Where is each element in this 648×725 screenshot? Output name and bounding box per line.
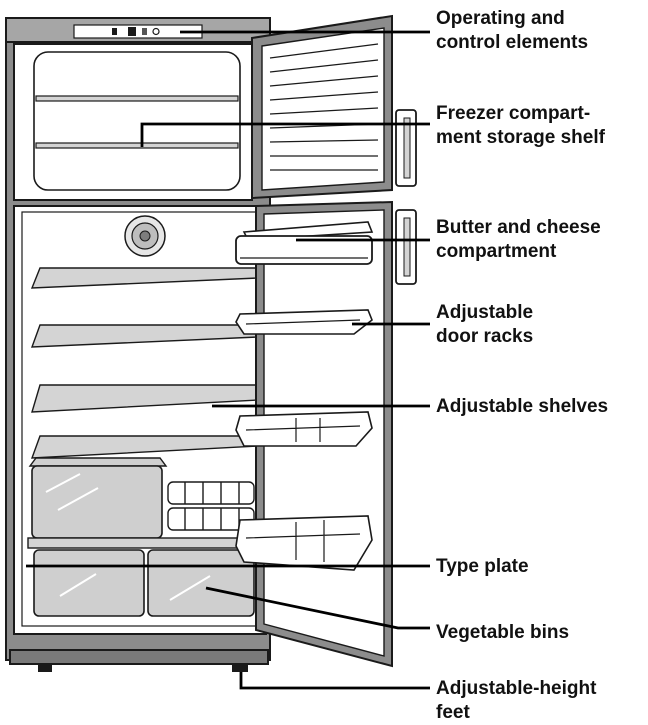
label-type-plate: Type plate <box>436 555 529 579</box>
freezer-door-rib <box>269 59 379 73</box>
label-line: Butter and cheese <box>436 217 601 238</box>
door-rack-wire <box>245 520 361 562</box>
freezer-inner <box>33 51 241 191</box>
freezer-compartment <box>13 43 253 201</box>
label-line: Adjustable shelves <box>436 396 609 417</box>
leader-line-feet <box>239 672 430 690</box>
label-line: ment storage shelf <box>436 127 605 148</box>
bottle-rack-lower-wires <box>184 508 240 530</box>
butter-compartment-body <box>235 235 373 265</box>
control-button <box>142 28 147 35</box>
control-display <box>128 27 136 36</box>
door-rack-wire <box>245 319 361 325</box>
label-line: Adjustable <box>436 302 534 323</box>
fridge-door-handle-grip <box>403 217 411 277</box>
upper-bin <box>31 465 163 539</box>
vegetable-bin-right <box>147 549 255 617</box>
bottle-rack-upper-wires <box>184 482 240 504</box>
bin-cover <box>28 457 168 467</box>
label-line: compartment <box>436 241 557 262</box>
label-line: Operating and <box>436 8 565 29</box>
leader-line-vegetable-bins <box>205 586 430 630</box>
freezer-door-rib <box>269 139 379 143</box>
label-line: Vegetable bins <box>436 622 570 643</box>
foot-right <box>232 664 248 672</box>
door-rack <box>235 411 373 447</box>
freezer-door <box>251 14 417 200</box>
freezer-door-ribs <box>269 43 379 171</box>
vegetable-bin-highlight <box>59 573 211 601</box>
butter-compartment <box>235 221 374 265</box>
label-adjustable-height-feet: Adjustable-height feet <box>436 677 596 725</box>
label-vegetable-bins: Vegetable bins <box>436 621 569 645</box>
label-line: Type plate <box>436 556 529 577</box>
freezer-door-rib <box>269 107 379 115</box>
fan-unit <box>124 215 166 257</box>
door-rack-wire <box>245 418 361 442</box>
control-knob <box>152 27 160 36</box>
vegetable-bin-left <box>33 549 145 617</box>
freezer-door-rib <box>269 75 379 87</box>
freezer-door-handle-grip <box>403 117 411 179</box>
freezer-shelf <box>35 142 239 149</box>
label-freezer-storage-shelf: Freezer compart- ment storage shelf <box>436 102 605 150</box>
label-butter-cheese-compartment: Butter and cheese compartment <box>436 216 601 264</box>
label-adjustable-door-racks: Adjustable door racks <box>436 301 533 349</box>
fridge-door <box>235 200 417 668</box>
label-operating-control-elements: Operating and control elements <box>436 7 588 55</box>
control-button <box>112 28 117 35</box>
label-line: Adjustable-height <box>436 678 597 699</box>
base-plinth <box>9 649 269 665</box>
fan-hub <box>139 230 151 242</box>
foot-left <box>38 664 52 672</box>
upper-bin-highlight <box>45 473 99 511</box>
label-adjustable-shelves: Adjustable shelves <box>436 395 608 419</box>
freezer-door-liner <box>261 27 385 191</box>
freezer-shelf <box>35 95 239 102</box>
feet <box>38 664 248 672</box>
leader-line-freezer-shelf <box>140 122 430 147</box>
freezer-door-rib <box>269 91 379 101</box>
label-line: Freezer compart- <box>436 103 591 124</box>
label-line: door racks <box>436 326 534 347</box>
freezer-door-rib <box>269 43 379 59</box>
label-line: feet <box>436 702 470 723</box>
label-line: control elements <box>436 32 589 53</box>
bottle-rack-upper <box>167 481 255 505</box>
crisper-shelf <box>27 537 261 549</box>
door-rack <box>235 515 373 571</box>
fridge-compartment <box>13 205 267 635</box>
leader-lines <box>26 30 430 690</box>
